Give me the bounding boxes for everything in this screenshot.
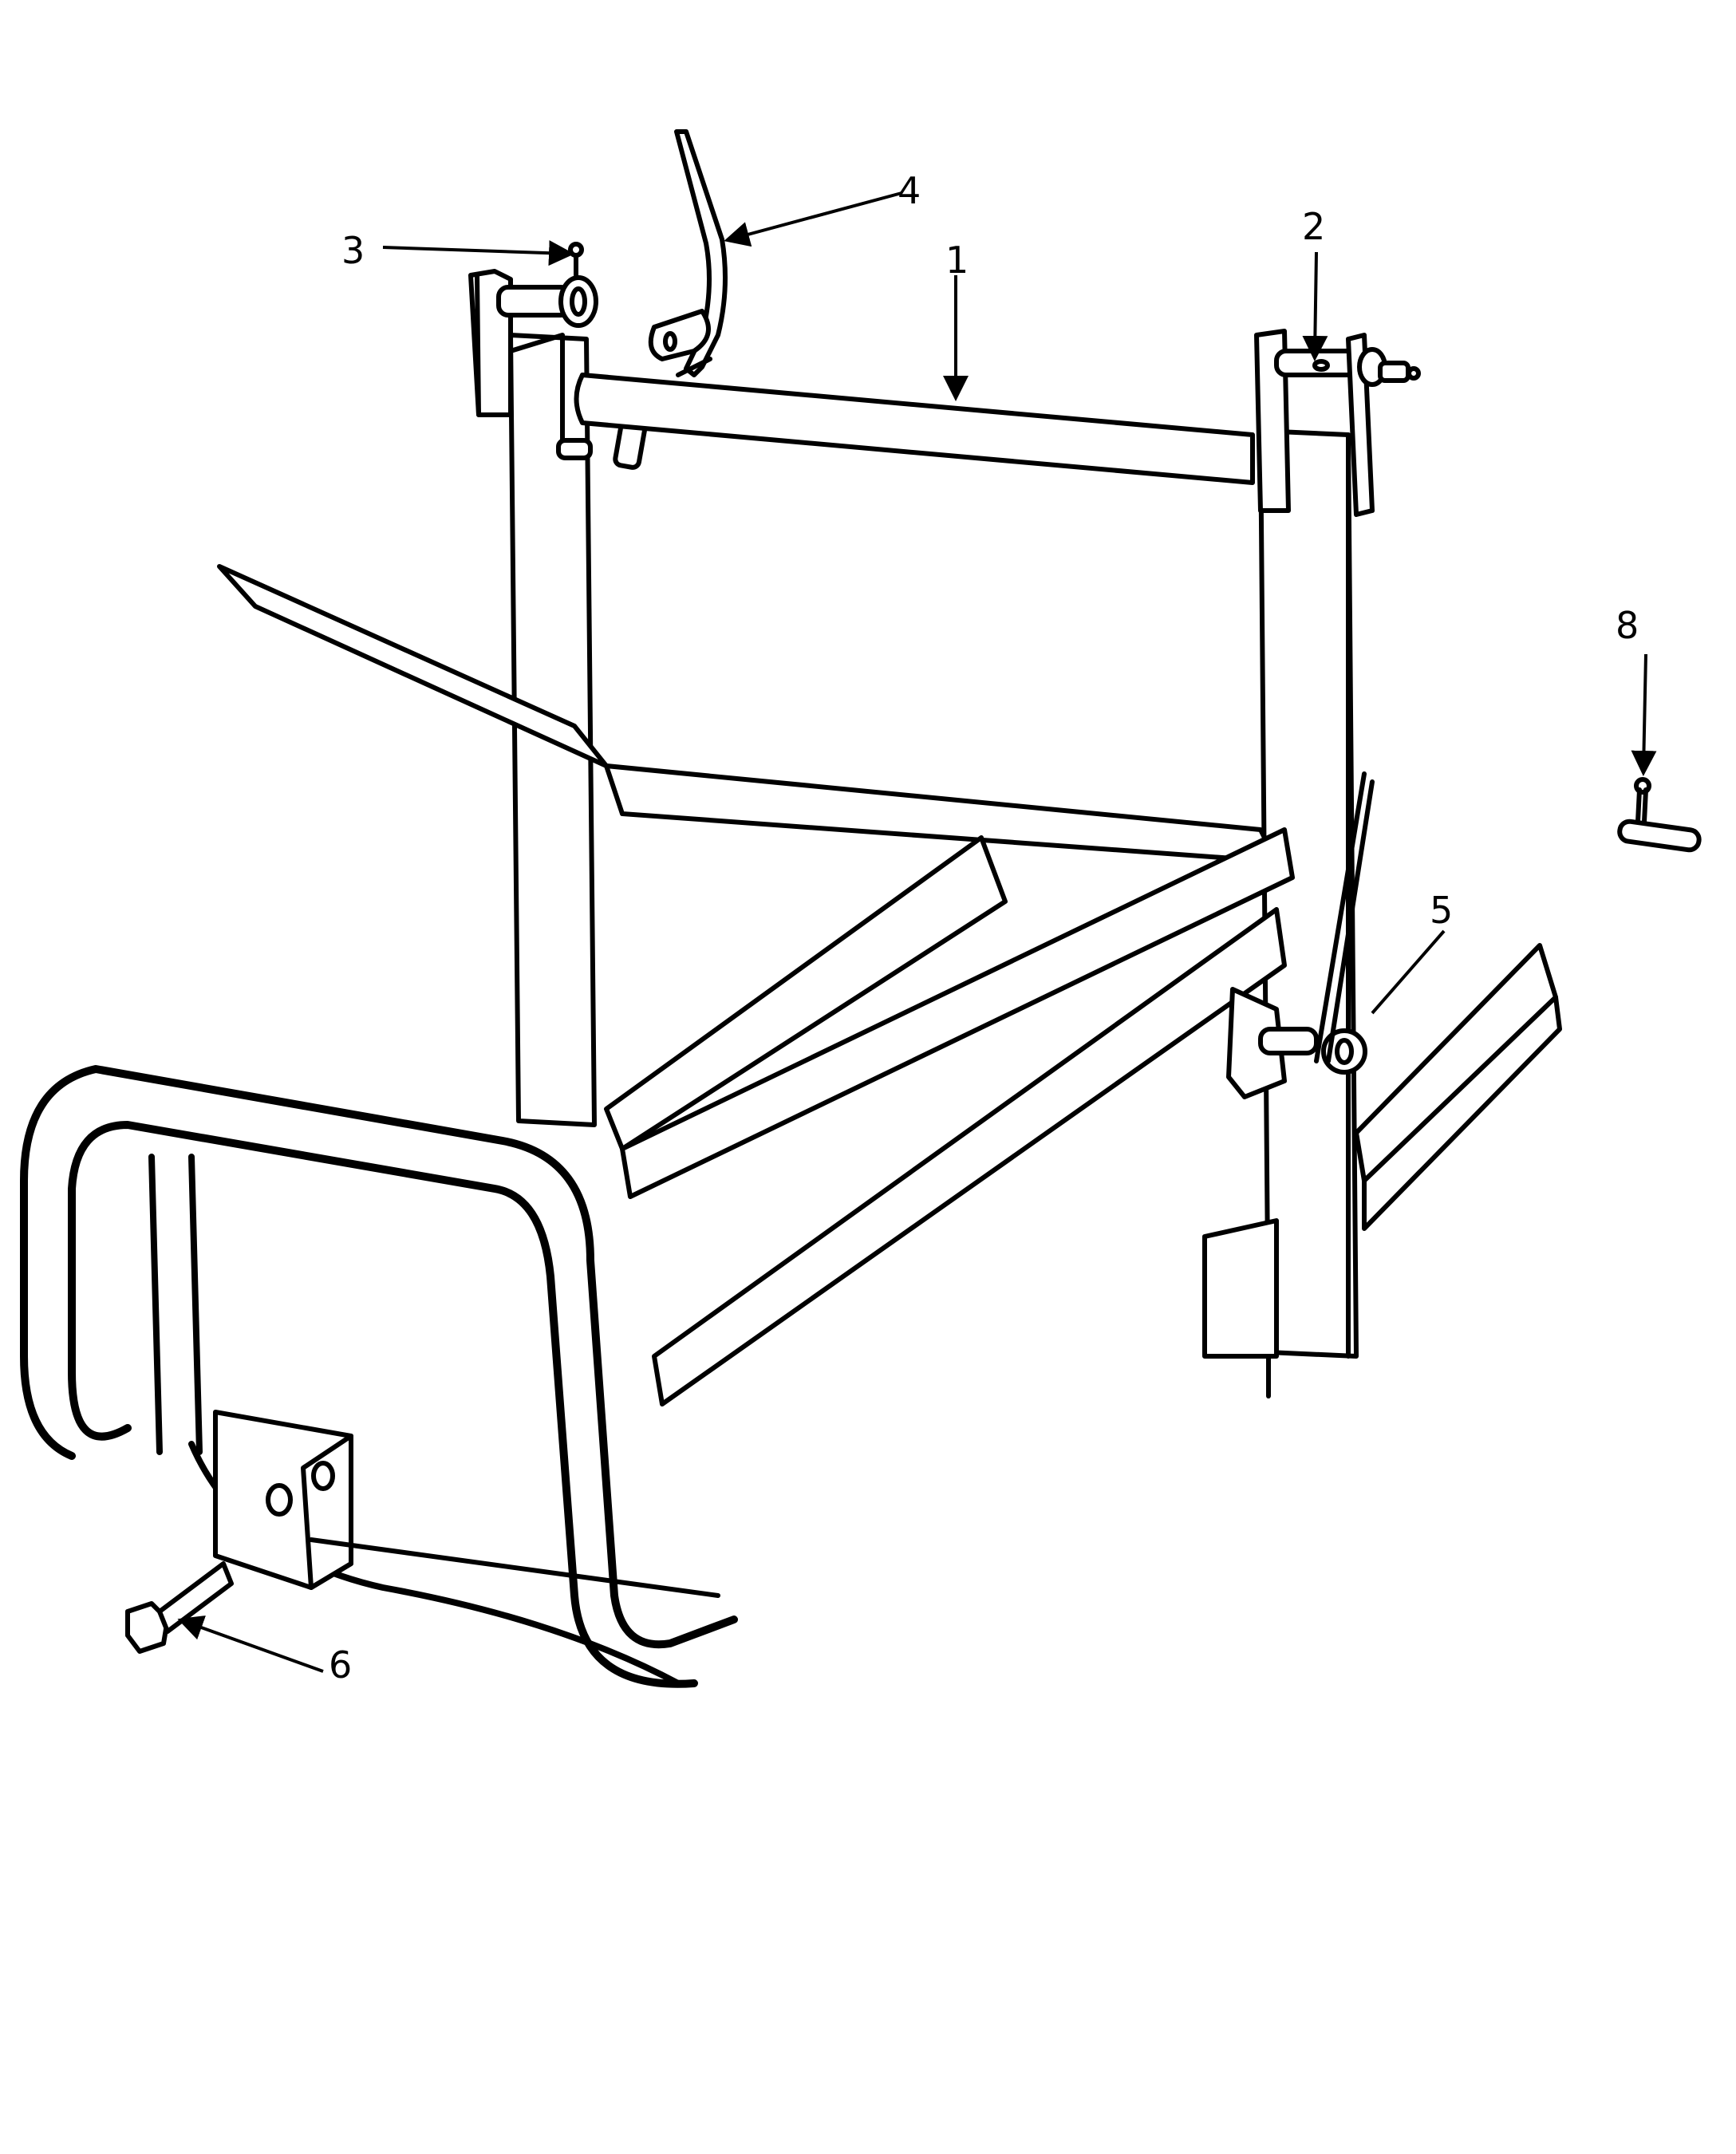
callout-5: 5 — [1430, 889, 1453, 932]
callout-labels: 1 2 3 4 5 6 8 — [329, 169, 1639, 1687]
callout-2: 2 — [1302, 205, 1325, 248]
callout-4: 4 — [898, 169, 921, 212]
right-upright — [1202, 329, 1421, 1399]
right-bracket — [1226, 771, 1375, 1099]
frame-rails — [217, 564, 1562, 1406]
mounting-plate — [213, 1410, 720, 1598]
callout-6: 6 — [329, 1643, 352, 1687]
cross-bar — [574, 373, 1255, 485]
callout-8: 8 — [1616, 604, 1639, 647]
callout-3: 3 — [341, 229, 365, 272]
hex-bolt — [125, 1561, 234, 1654]
clevis-pin — [1617, 777, 1702, 853]
leader-lines — [177, 191, 1657, 1673]
callout-1: 1 — [945, 239, 969, 282]
